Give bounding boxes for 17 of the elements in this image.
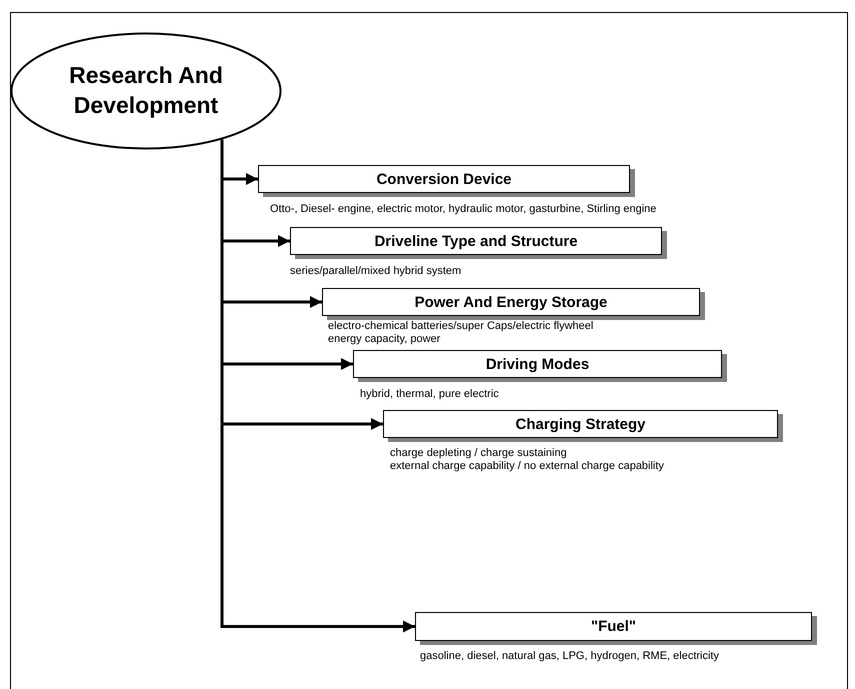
heading-text: Research And Development (68, 61, 224, 120)
description-text: Otto-, Diesel- engine, electric motor, hydraulic motor, gasturbine, Stirling engine (270, 203, 656, 216)
box-title: Charging Strategy (515, 416, 646, 432)
box-title: Power And Energy Storage (414, 294, 608, 310)
description-text: external charge capability / no external charge capability (390, 460, 664, 473)
description-text: gasoline, diesel, natural gas, LPG, hydrogen, RME, electricity (420, 650, 719, 663)
box-title: Conversion Device (376, 170, 512, 188)
ellipse-node (10, 32, 282, 150)
description-text: energy capacity, power (328, 333, 442, 346)
box-title: "Fuel" (590, 618, 636, 635)
description-text: charge depleting / charge sustaining (390, 447, 568, 460)
description-text: hybrid, thermal, pure electric (360, 388, 499, 401)
description-text: electro-chemical batteries/super Caps/electric flywheel (328, 320, 594, 333)
box-title: Driving Modes (486, 356, 590, 372)
box-title: Driveline Type and Structure (374, 232, 578, 250)
arrow (220, 140, 415, 632)
description-text: series/parallel/mixed hybrid system (290, 265, 462, 278)
